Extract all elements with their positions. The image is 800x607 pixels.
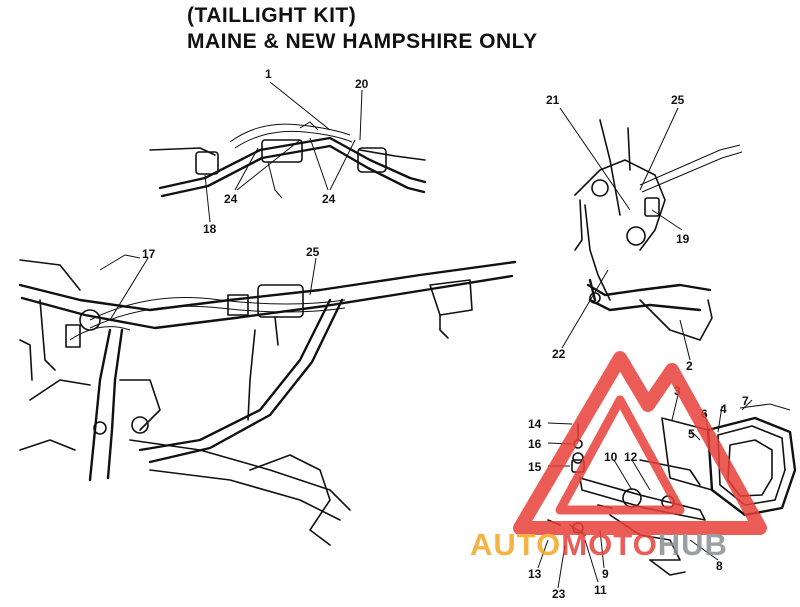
leader-lines: [109, 81, 753, 589]
callout-7: 7: [742, 394, 749, 408]
callout-13: 13: [528, 567, 542, 581]
callout-24-right: 24: [322, 192, 336, 206]
watermark-triangle-inner: [555, 395, 685, 515]
callout-20: 20: [355, 77, 369, 91]
callout-18: 18: [203, 222, 217, 236]
callout-8: 8: [716, 559, 723, 573]
watermark-text-moto: MOTO: [561, 527, 657, 562]
watermark-triangle-outer: [513, 351, 767, 535]
callout-5: 5: [688, 427, 695, 441]
callout-numbers: 1 20 24 24 18 21 25 19 22 2 17 25 3 7 4 …: [142, 67, 749, 601]
callout-1: 1: [265, 67, 272, 81]
callout-22: 22: [552, 347, 566, 361]
svg-text:AUTOMOTOHUB: AUTOMOTOHUB: [470, 527, 728, 562]
callout-21: 21: [546, 93, 560, 107]
callout-4: 4: [720, 402, 727, 416]
watermark-logo: AUTOMOTOHUB: [470, 351, 767, 562]
handlebar-assembly: [149, 121, 427, 199]
callout-14: 14: [528, 417, 542, 431]
callout-2: 2: [686, 359, 693, 373]
watermark-text-auto: AUTO: [470, 527, 561, 562]
callout-11: 11: [594, 583, 607, 597]
callout-9: 9: [602, 567, 609, 581]
callout-24-left: 24: [224, 192, 238, 206]
rear-brake-detail: [574, 119, 743, 341]
callout-10: 10: [604, 450, 618, 464]
callout-25-top: 25: [671, 93, 685, 107]
watermark-text-hub: HUB: [658, 527, 728, 562]
callout-15: 15: [528, 460, 542, 474]
callout-25-frame: 25: [306, 245, 320, 259]
callout-12: 12: [624, 450, 638, 464]
callout-16: 16: [528, 437, 542, 451]
diagram-subtitle: MAINE & NEW HAMPSHIRE ONLY: [187, 30, 538, 53]
callout-19: 19: [676, 232, 690, 246]
callout-17: 17: [142, 247, 156, 261]
diagram-title: (TAILLIGHT KIT): [187, 4, 357, 27]
callout-23: 23: [552, 587, 566, 601]
motorcycle-frame: [18, 254, 517, 546]
